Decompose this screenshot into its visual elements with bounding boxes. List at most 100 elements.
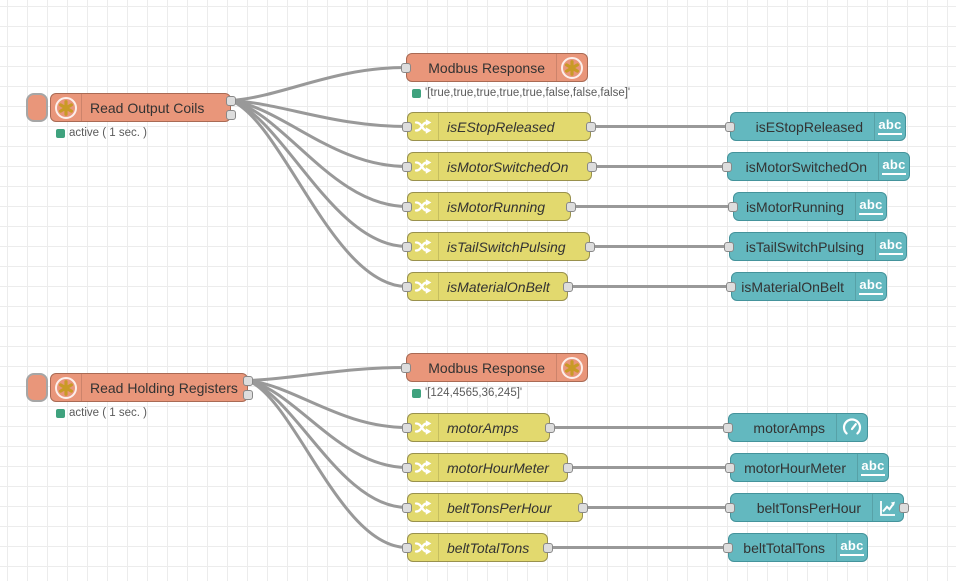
output-port-1[interactable] — [226, 95, 236, 106]
node-switch-isMaterialOnBelt[interactable]: isMaterialOnBelt — [402, 272, 573, 301]
abc-icon-text: abc — [882, 158, 906, 175]
switch-icon — [408, 414, 439, 441]
abc-icon: abc — [836, 534, 867, 561]
abc-icon-text: abc — [859, 198, 883, 215]
node-label: Read Output Coils — [90, 99, 205, 116]
wire[interactable] — [246, 379, 409, 549]
output-port[interactable] — [545, 422, 555, 433]
abc-icon: abc — [878, 153, 909, 180]
node-chart-beltTonsPerHour[interactable]: beltTonsPerHour — [725, 493, 909, 522]
switch-icon — [408, 153, 439, 180]
node-switch-isTailSwitchPulsing[interactable]: isTailSwitchPulsing — [402, 232, 595, 261]
output-port[interactable] — [566, 201, 576, 212]
input-port[interactable] — [402, 161, 412, 172]
wire[interactable] — [229, 66, 408, 102]
node-switch-motorHourMeter[interactable]: motorHourMeter — [402, 453, 573, 482]
node-switch-beltTonsPerHour[interactable]: beltTonsPerHour — [402, 493, 588, 522]
node-text-isMotorSwitchedOn[interactable]: isMotorSwitchedOn abc — [722, 152, 910, 181]
input-port[interactable] — [724, 241, 734, 252]
modbus-asterisk-icon — [51, 94, 82, 121]
input-port[interactable] — [723, 422, 733, 433]
read-holding-registers-trigger-button[interactable] — [26, 373, 48, 402]
node-switch-isEStopReleased[interactable]: isEStopReleased — [402, 112, 596, 141]
output-port-2[interactable] — [226, 109, 236, 120]
output-port-1[interactable] — [243, 375, 253, 386]
status-dot-icon — [412, 88, 421, 98]
switch-icon — [408, 113, 439, 140]
output-port[interactable] — [899, 502, 909, 513]
node-switch-motorAmps[interactable]: motorAmps — [402, 413, 555, 442]
input-port[interactable] — [725, 462, 735, 473]
input-port[interactable] — [725, 121, 735, 132]
input-port[interactable] — [401, 362, 411, 373]
status-text: '[true,true,true,true,true,false,false,f… — [425, 87, 631, 99]
abc-icon: abc — [855, 193, 886, 220]
node-modbus-response-top[interactable]: Modbus Response'[true,true,true,true,tru… — [401, 53, 630, 99]
node-gauge-motorAmps[interactable]: motorAmps — [723, 413, 868, 442]
wire[interactable] — [229, 99, 409, 288]
wire[interactable] — [246, 379, 409, 429]
status-dot-icon — [56, 408, 65, 418]
input-port[interactable] — [402, 422, 412, 433]
input-port[interactable] — [402, 201, 412, 212]
input-port[interactable] — [728, 201, 738, 212]
wire[interactable] — [229, 99, 409, 168]
input-port[interactable] — [723, 542, 733, 553]
input-port[interactable] — [725, 502, 735, 513]
wire[interactable] — [229, 99, 409, 208]
switch-icon — [408, 454, 439, 481]
output-port[interactable] — [585, 241, 595, 252]
switch-icon — [408, 233, 439, 260]
node-label: isEStopReleased — [447, 118, 555, 135]
input-port[interactable] — [401, 62, 411, 73]
abc-icon-text: abc — [878, 118, 902, 135]
output-port[interactable] — [563, 281, 573, 292]
input-port[interactable] — [402, 281, 412, 292]
node-label: beltTotalTons — [447, 539, 530, 556]
node-status: '[true,true,true,true,true,false,false,f… — [412, 87, 630, 99]
output-port[interactable] — [563, 462, 573, 473]
input-port[interactable] — [722, 161, 732, 172]
node-label: motorAmps — [753, 419, 825, 436]
input-port[interactable] — [402, 542, 412, 553]
input-port[interactable] — [402, 241, 412, 252]
node-text-isMaterialOnBelt[interactable]: isMaterialOnBelt abc — [726, 272, 887, 301]
wire[interactable] — [246, 379, 409, 509]
read-output-coils-trigger-button[interactable] — [26, 93, 48, 122]
output-port[interactable] — [587, 161, 597, 172]
output-port[interactable] — [578, 502, 588, 513]
wire[interactable] — [246, 379, 409, 469]
wire[interactable] — [229, 99, 409, 248]
status-text: active ( 1 sec. ) — [69, 407, 147, 419]
input-port[interactable] — [402, 462, 412, 473]
abc-icon: abc — [874, 113, 905, 140]
output-port[interactable] — [586, 121, 596, 132]
output-port-2[interactable] — [243, 389, 253, 400]
node-modbus-response-bottom[interactable]: Modbus Response'[124,4565,36,245]' — [401, 353, 588, 399]
wire[interactable] — [246, 366, 408, 382]
status-dot-icon — [412, 388, 421, 398]
output-port[interactable] — [543, 542, 553, 553]
node-switch-isMotorRunning[interactable]: isMotorRunning — [402, 192, 576, 221]
wire[interactable] — [229, 99, 409, 128]
input-port[interactable] — [726, 281, 736, 292]
abc-icon-text: abc — [859, 278, 883, 295]
line-chart-icon — [872, 494, 903, 521]
modbus-asterisk-icon — [556, 354, 587, 381]
node-label: isMotorSwitchedOn — [745, 158, 867, 175]
input-port[interactable] — [402, 502, 412, 513]
node-switch-isMotorSwitchedOn[interactable]: isMotorSwitchedOn — [402, 152, 597, 181]
node-label: isMaterialOnBelt — [741, 278, 844, 295]
input-port[interactable] — [402, 121, 412, 132]
node-switch-beltTotalTons[interactable]: beltTotalTons — [402, 533, 553, 562]
switch-icon — [408, 534, 439, 561]
